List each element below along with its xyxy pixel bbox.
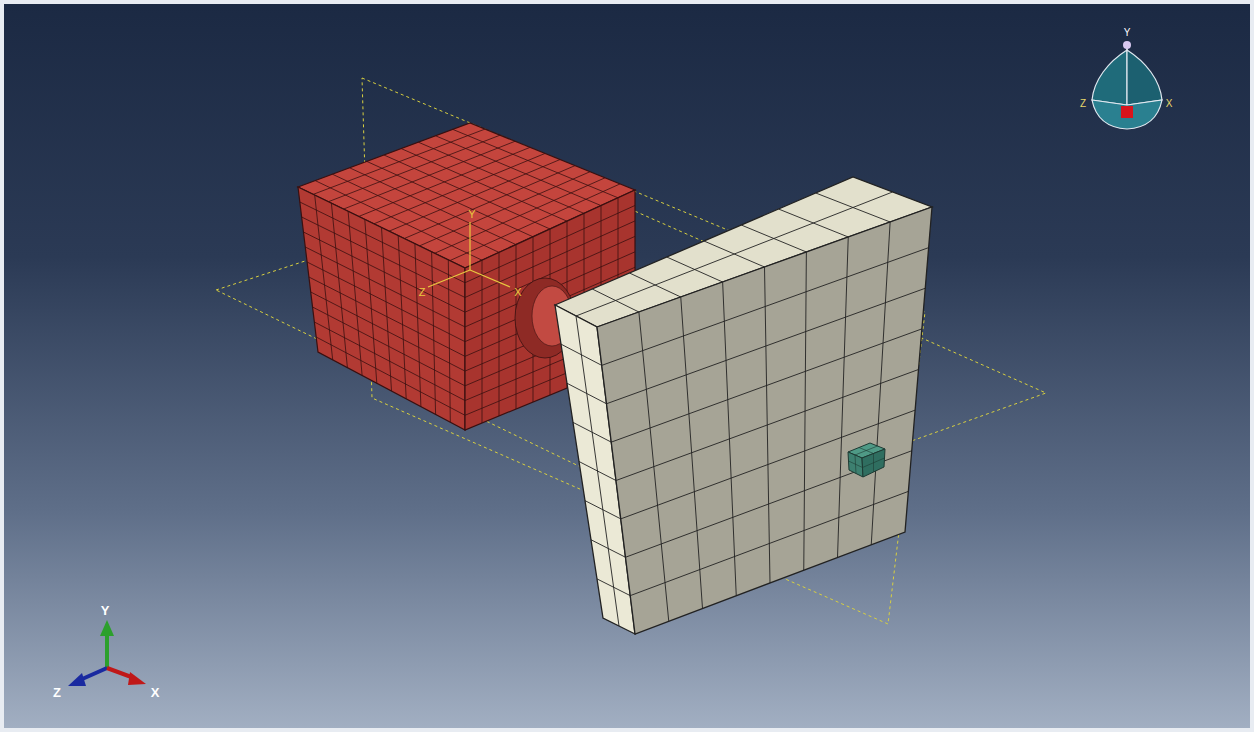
axis-label: Y [468, 209, 475, 220]
axis-label: X [151, 686, 160, 699]
plate-front-face [597, 207, 932, 634]
axis-label: Y [101, 604, 110, 617]
axis-label: Z [1080, 99, 1086, 109]
block-side-face [298, 187, 465, 430]
cube-side [848, 452, 863, 477]
global-triad [68, 620, 146, 686]
local-csys [428, 222, 510, 287]
cube-front [862, 449, 885, 477]
view-cube [1092, 41, 1162, 129]
axis-label: Y [1124, 28, 1131, 38]
axis-label: Z [419, 287, 426, 298]
axis-label: X [1166, 99, 1173, 109]
axis-label: Z [53, 686, 61, 699]
axis-label: X [514, 287, 521, 298]
